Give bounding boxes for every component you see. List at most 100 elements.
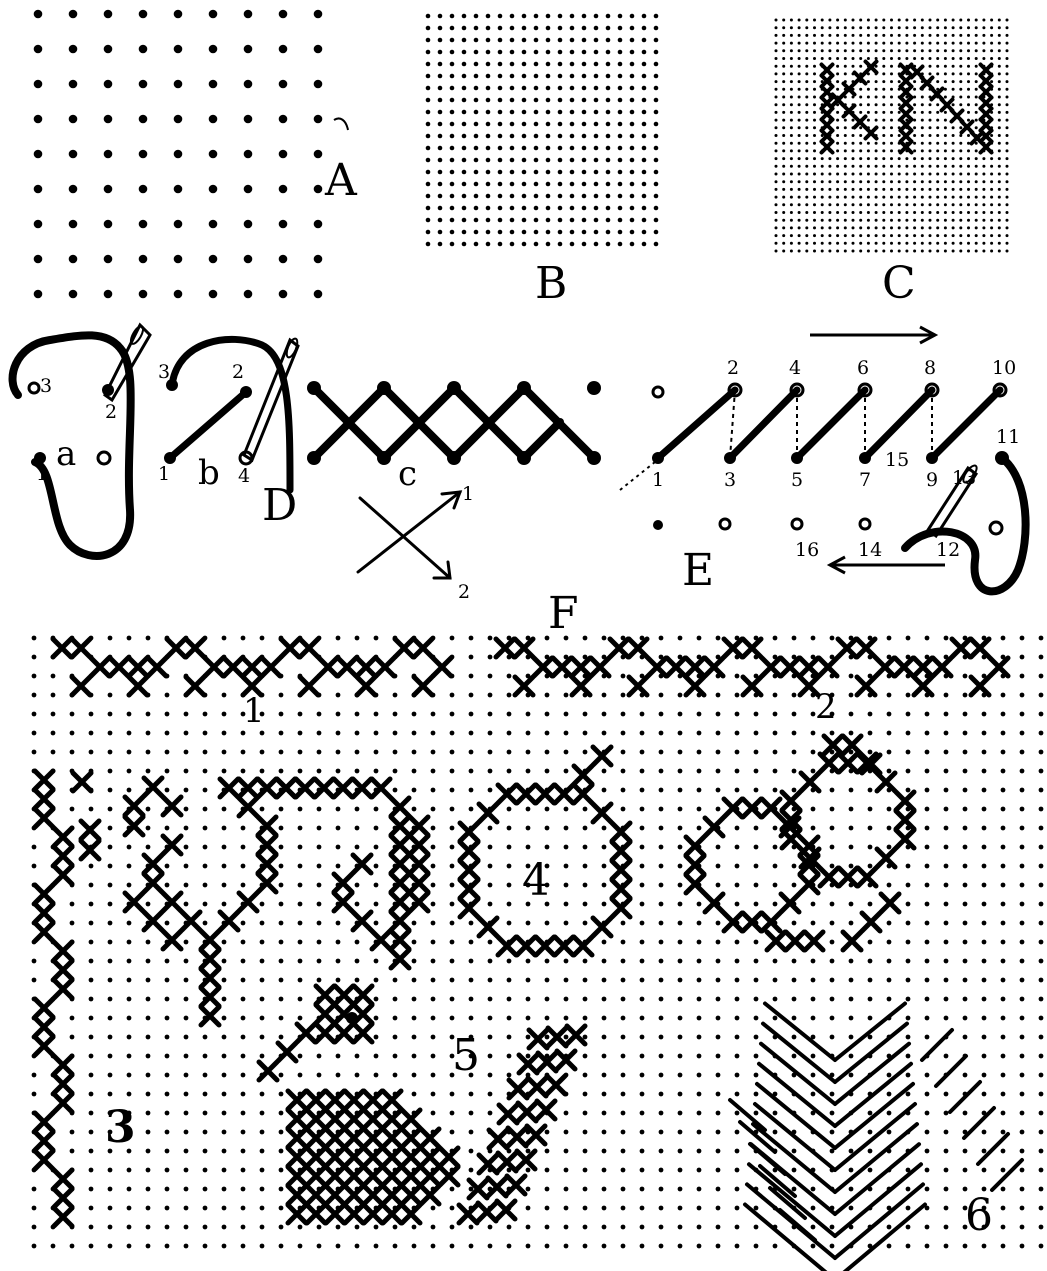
canvas-hole <box>450 902 455 907</box>
canvas-hole <box>534 38 539 43</box>
canvas-hole <box>906 769 911 774</box>
canvas-hole <box>805 65 808 68</box>
canvas-hole <box>488 940 493 945</box>
canvas-hole <box>546 242 551 247</box>
canvas-hole <box>32 1244 37 1249</box>
canvas-hole <box>222 769 227 774</box>
canvas-hole <box>507 674 512 679</box>
canvas-hole <box>1001 883 1006 888</box>
canvas-hole <box>792 997 797 1002</box>
canvas-hole <box>925 1130 930 1135</box>
canvas-hole <box>431 921 436 926</box>
canvas-hole <box>798 157 801 160</box>
canvas-hole <box>830 1225 835 1230</box>
canvas-hole <box>146 807 151 812</box>
canvas-hole <box>905 57 908 60</box>
canvas-hole <box>426 50 431 55</box>
canvas-hole <box>526 750 531 755</box>
canvas-hole <box>241 1244 246 1249</box>
canvas-hole <box>790 134 793 137</box>
canvas-hole <box>654 74 659 79</box>
canvas-hole <box>507 807 512 812</box>
canvas-hole <box>1001 1092 1006 1097</box>
canvas-hole <box>462 194 467 199</box>
canvas-hole <box>298 1016 303 1021</box>
canvas-hole <box>244 80 253 89</box>
canvas-hole <box>875 142 878 145</box>
canvas-hole <box>640 1035 645 1040</box>
canvas-hole <box>813 19 816 22</box>
canvas-hole <box>165 826 170 831</box>
canvas-hole <box>621 997 626 1002</box>
canvas-hole <box>165 1149 170 1154</box>
canvas-hole <box>921 250 924 253</box>
canvas-hole <box>594 194 599 199</box>
canvas-hole <box>317 769 322 774</box>
canvas-hole <box>336 750 341 755</box>
canvas-hole <box>184 1187 189 1192</box>
canvas-hole <box>836 219 839 222</box>
canvas-hole <box>678 940 683 945</box>
canvas-hole <box>782 34 785 37</box>
canvas-hole <box>1006 80 1009 83</box>
canvas-hole <box>165 769 170 774</box>
canvas-hole <box>317 959 322 964</box>
canvas-hole <box>558 182 563 187</box>
stitch-number-b-3: 3 <box>158 361 170 383</box>
canvas-hole <box>222 1149 227 1154</box>
canvas-hole <box>782 134 785 137</box>
cross-stitch-row-c <box>314 388 594 458</box>
canvas-hole <box>963 769 968 774</box>
herringbone-stitch <box>745 1205 835 1271</box>
canvas-hole <box>859 211 862 214</box>
canvas-hole <box>450 50 455 55</box>
canvas-hole <box>203 883 208 888</box>
canvas-hole <box>583 845 588 850</box>
canvas-hole <box>526 731 531 736</box>
canvas-hole <box>982 173 985 176</box>
canvas-hole <box>260 807 265 812</box>
canvas-hole <box>830 807 835 812</box>
canvas-hole <box>426 26 431 31</box>
canvas-hole <box>431 1225 436 1230</box>
canvas-hole <box>798 88 801 91</box>
canvas-hole <box>875 242 878 245</box>
canvas-hole <box>174 255 183 264</box>
canvas-hole <box>488 1035 493 1040</box>
canvas-hole <box>998 134 1001 137</box>
canvas-hole <box>507 978 512 983</box>
canvas-hole <box>355 636 360 641</box>
canvas-hole <box>583 826 588 831</box>
canvas-hole <box>944 1016 949 1021</box>
canvas-hole <box>867 173 870 176</box>
canvas-hole <box>89 997 94 1002</box>
canvas-hole <box>507 921 512 926</box>
canvas-hole <box>963 1244 968 1249</box>
canvas-hole <box>1001 788 1006 793</box>
canvas-hole <box>450 14 455 19</box>
canvas-hole <box>355 807 360 812</box>
canvas-hole <box>697 1225 702 1230</box>
canvas-hole <box>564 1035 569 1040</box>
canvas-hole <box>952 188 955 191</box>
canvas-hole <box>1020 655 1025 660</box>
canvas-hole <box>936 72 939 75</box>
canvas-hole <box>830 636 835 641</box>
canvas-hole <box>929 173 932 176</box>
canvas-hole <box>222 1054 227 1059</box>
canvas-hole <box>621 1225 626 1230</box>
canvas-hole <box>929 19 932 22</box>
canvas-hole <box>174 45 183 54</box>
canvas-hole <box>184 845 189 850</box>
canvas-hole <box>959 250 962 253</box>
canvas-hole <box>582 158 587 163</box>
canvas-hole <box>545 959 550 964</box>
canvas-hole <box>792 693 797 698</box>
canvas-hole <box>852 211 855 214</box>
canvas-hole <box>507 883 512 888</box>
canvas-hole <box>32 636 37 641</box>
canvas-hole <box>582 146 587 151</box>
canvas-hole <box>640 712 645 717</box>
canvas-hole <box>959 88 962 91</box>
canvas-hole <box>952 80 955 83</box>
